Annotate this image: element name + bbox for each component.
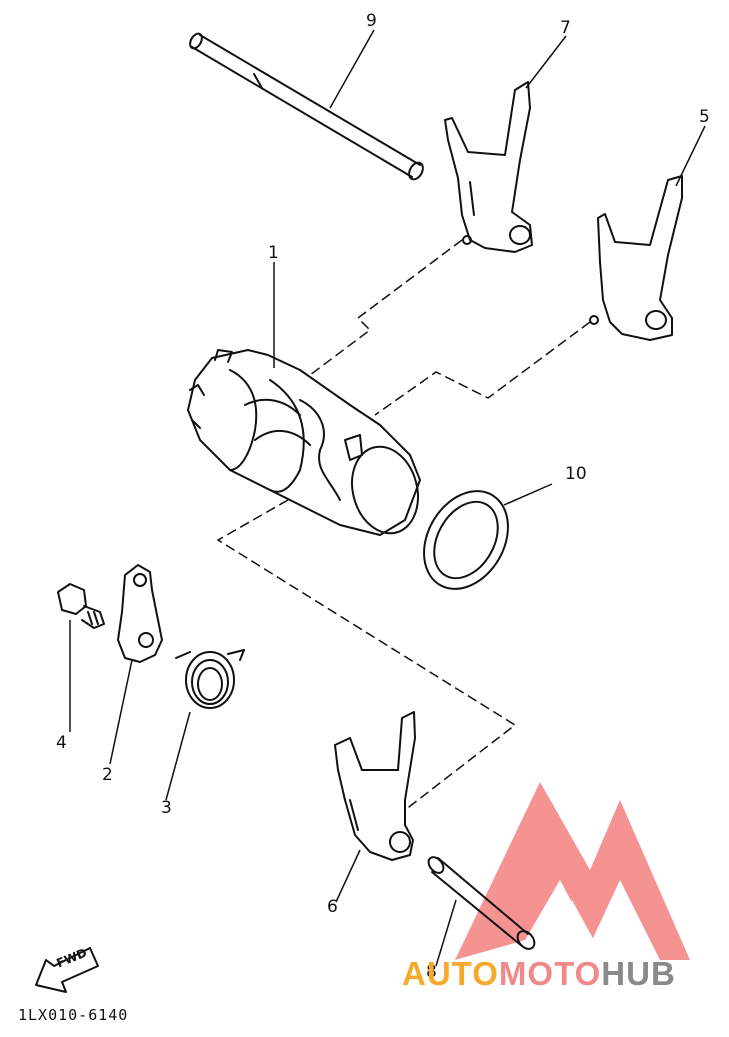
part-label-6: 6 xyxy=(327,897,338,917)
washer xyxy=(423,490,509,590)
drawing-code: 1LX010-6140 xyxy=(18,1006,129,1024)
shift-fork-7 xyxy=(444,81,533,253)
part-label-3: 3 xyxy=(161,798,172,818)
assembly-guide-lines xyxy=(216,239,591,811)
part-label-5: 5 xyxy=(699,107,710,127)
bolt xyxy=(57,583,105,629)
guide-pin xyxy=(427,856,536,950)
watermark-wordmark: AUTOMOTOHUB xyxy=(402,955,676,993)
shift-fork-5 xyxy=(589,175,683,341)
shift-fork-6 xyxy=(334,711,416,861)
leader-lines xyxy=(69,29,706,967)
fwd-arrow-icon xyxy=(35,947,99,993)
watermark-moto: MOTO xyxy=(498,955,602,992)
watermark-hub: HUB xyxy=(601,955,676,992)
part-label-1: 1 xyxy=(268,243,279,263)
part-label-8: 8 xyxy=(426,962,437,982)
stopper-lever xyxy=(117,564,163,663)
part-label-9: 9 xyxy=(366,11,377,31)
part-label-4: 4 xyxy=(56,733,67,753)
torsion-spring xyxy=(175,649,245,709)
part-label-7: 7 xyxy=(560,18,571,38)
part-label-2: 2 xyxy=(102,765,113,785)
watermark-logo xyxy=(455,782,690,960)
shift-drum xyxy=(187,349,421,536)
watermark-auto: AUTO xyxy=(402,955,499,992)
shift-fork-shaft xyxy=(189,32,424,181)
part-label-10: 10 xyxy=(565,464,587,484)
